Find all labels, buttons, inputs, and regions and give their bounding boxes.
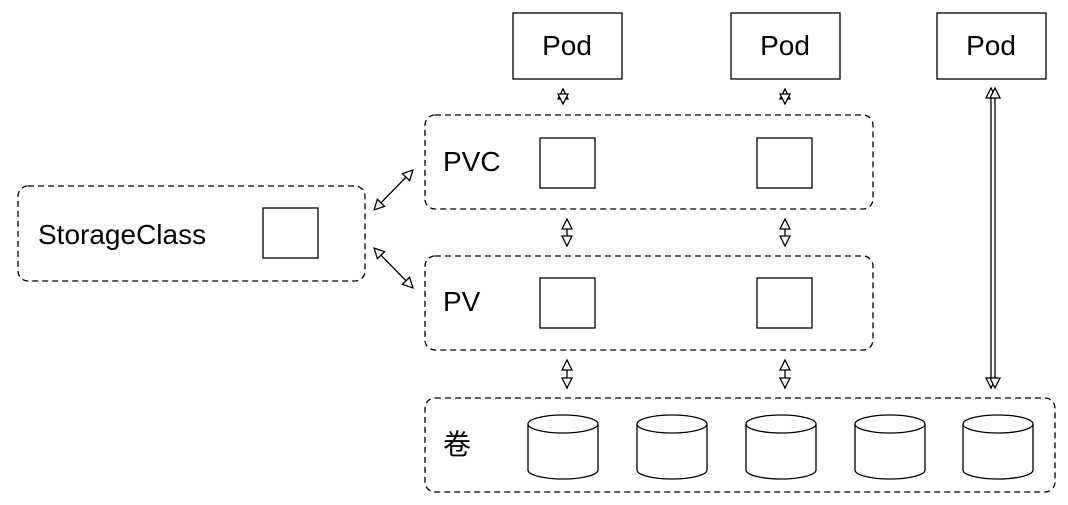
pod-label-1: Pod	[542, 30, 592, 61]
volume-label: 卷	[443, 428, 472, 461]
pv-label: PV	[443, 286, 481, 317]
volume-cylinder-3	[745, 414, 817, 480]
volume-cylinder-5	[962, 414, 1034, 480]
pvc-label: PVC	[443, 146, 501, 177]
pod-box-1	[512, 12, 623, 80]
arrow-pod1-pvc	[563, 89, 570, 104]
pod-label-2: Pod	[760, 30, 810, 61]
storageclass-group	[17, 185, 366, 282]
arrow-storageclass-pvc	[374, 170, 413, 210]
volume-cylinder-2	[636, 414, 708, 480]
storageclass-square	[262, 207, 319, 259]
pv-square-2	[756, 277, 813, 329]
pv-square-1	[539, 277, 596, 329]
pvc-square-1	[539, 137, 596, 189]
pvc-square-2	[756, 137, 813, 189]
pod-box-2	[730, 12, 841, 80]
arrow-storageclass-pv	[374, 248, 413, 288]
pvc-group	[424, 114, 874, 210]
pv-group	[424, 255, 874, 351]
volume-cylinder-4	[854, 414, 926, 480]
pod-box-3	[936, 12, 1047, 80]
arrow-pod3-volume	[991, 88, 995, 388]
volume-group	[424, 397, 1056, 493]
storageclass-label: StorageClass	[38, 219, 207, 250]
volume-cylinder-1	[527, 414, 599, 480]
pod-label-3: Pod	[966, 30, 1016, 61]
